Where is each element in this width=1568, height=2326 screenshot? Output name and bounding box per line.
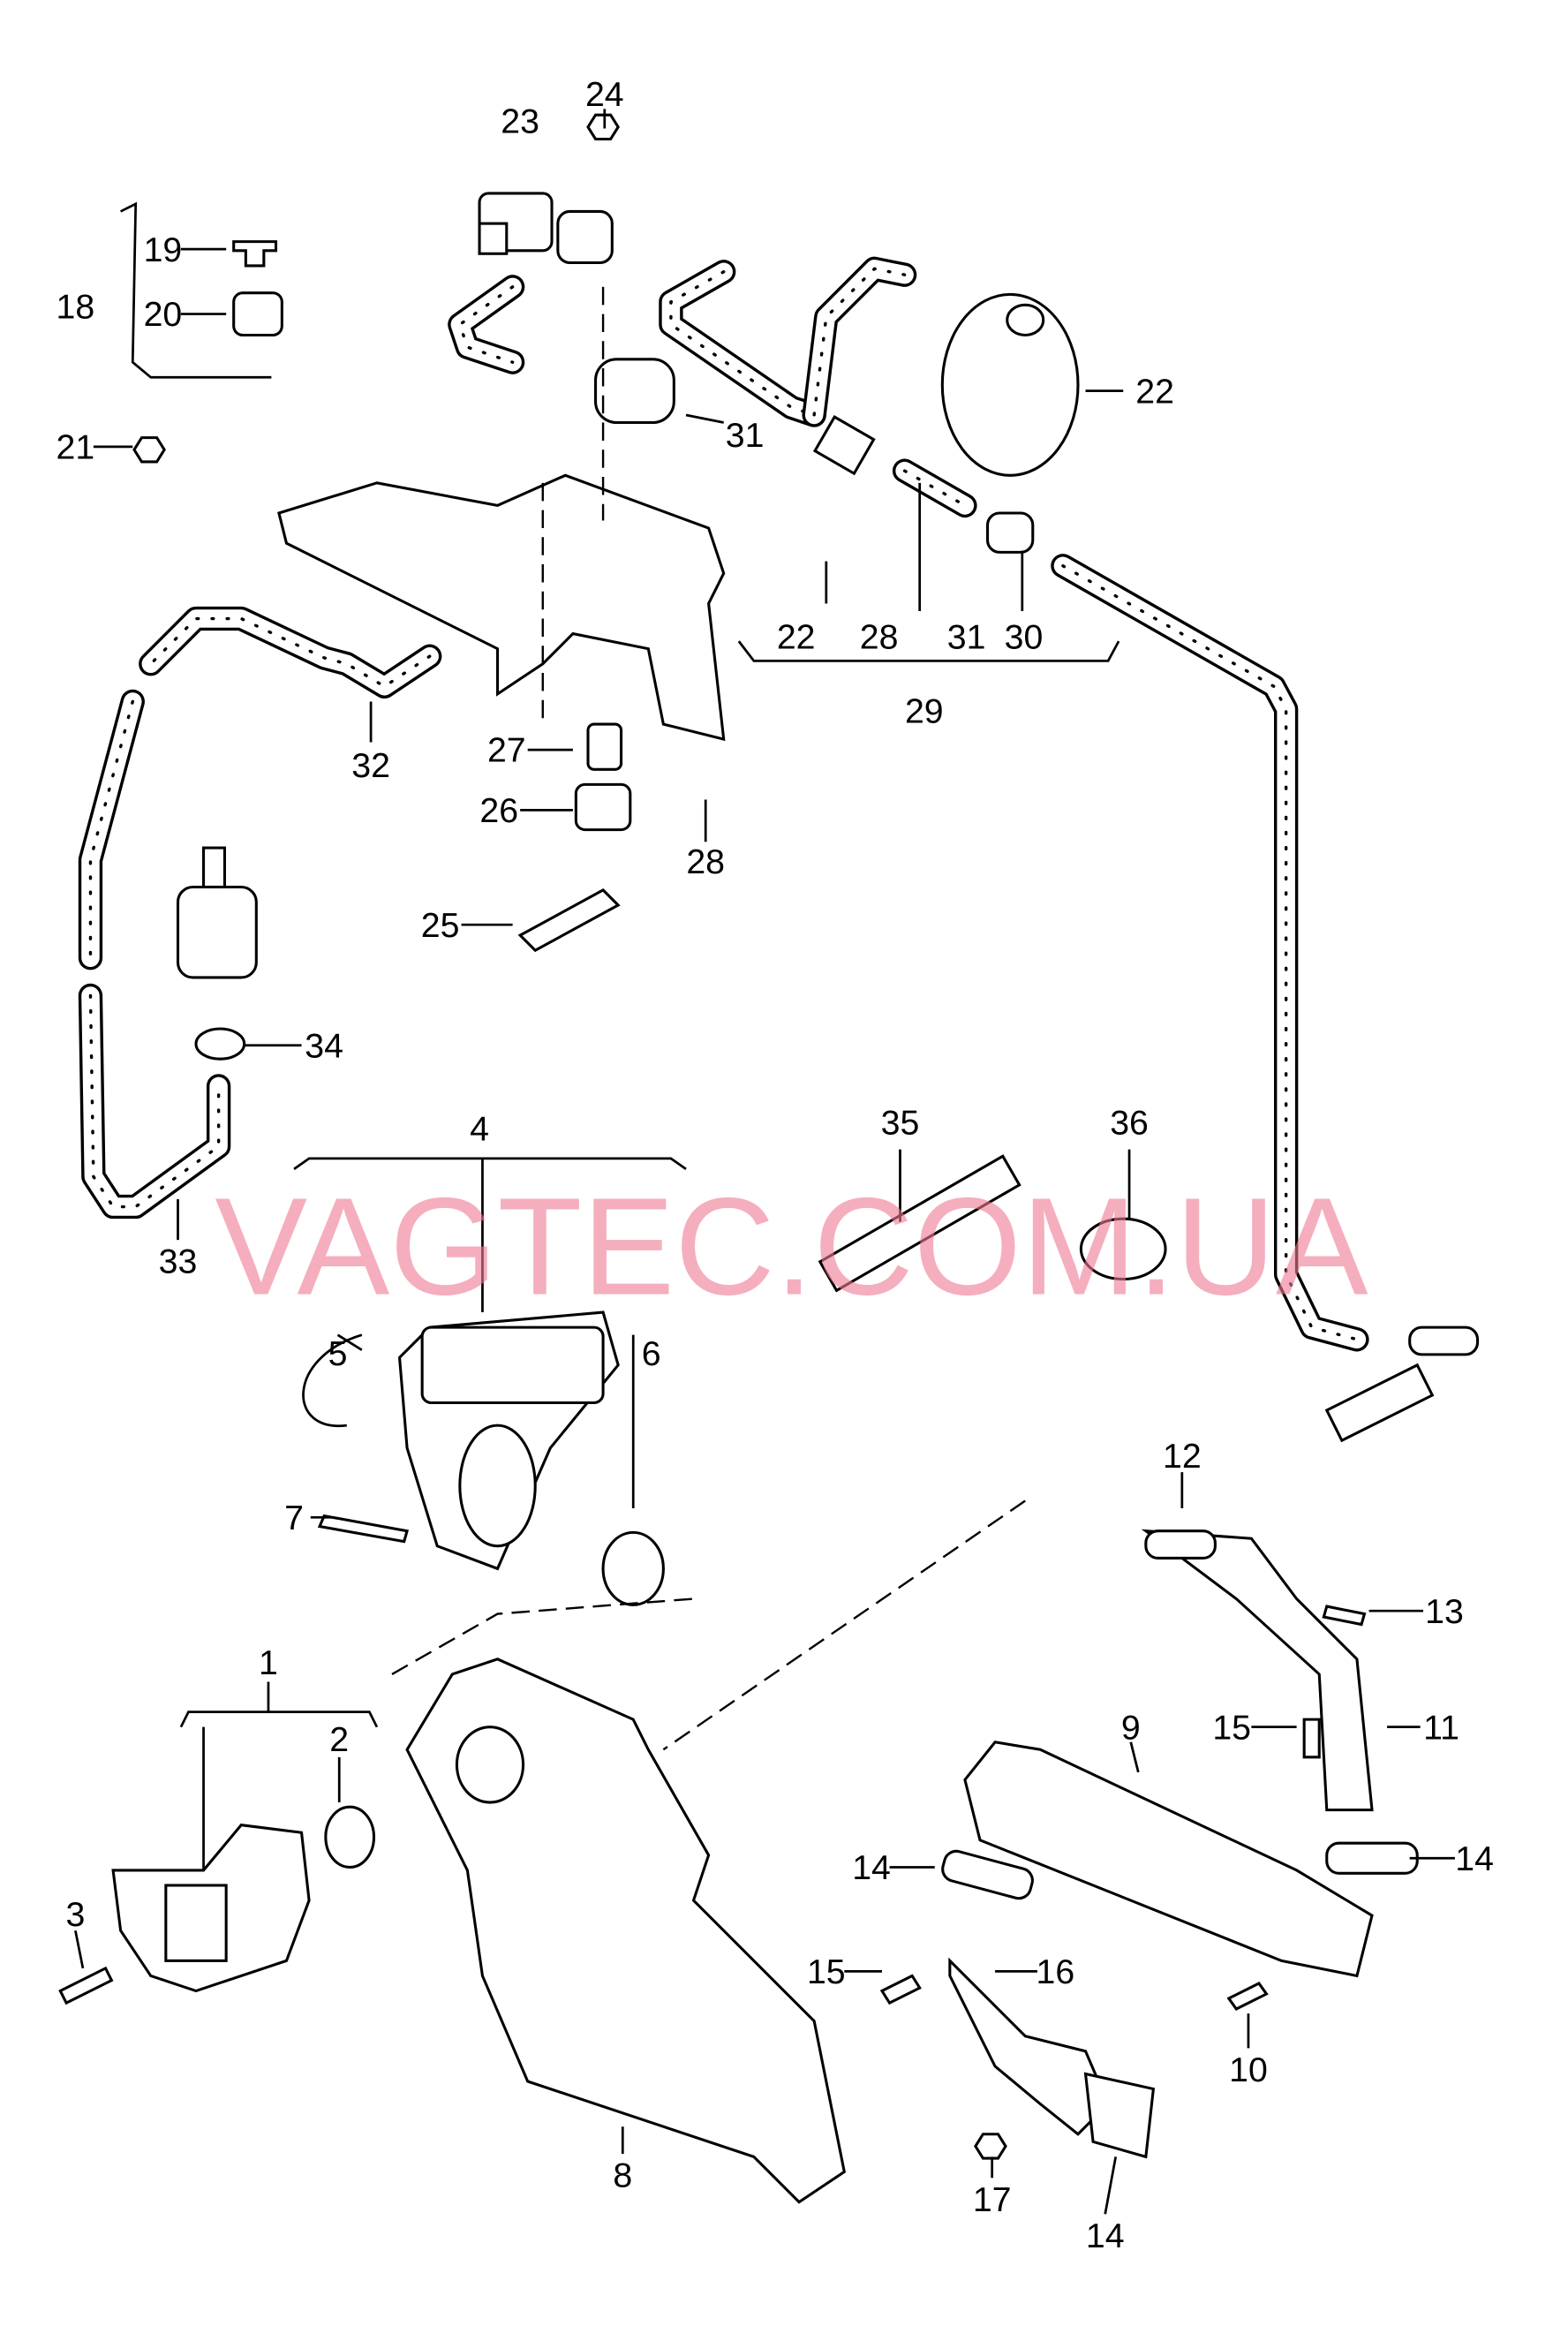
callout: 35: [881, 1104, 920, 1143]
callout: 19: [144, 230, 183, 269]
callout: 24: [585, 75, 624, 114]
callout: 6: [642, 1334, 661, 1373]
clamp: [1079, 1217, 1167, 1281]
callout: 21: [57, 428, 95, 467]
callout: 7: [284, 1499, 304, 1537]
callout: 12: [1163, 1437, 1202, 1476]
callout: 25: [421, 906, 460, 945]
callout: 8: [613, 2156, 632, 2195]
vacuum-unit: [940, 292, 1080, 477]
callout: 23: [501, 102, 539, 141]
callout: 1: [259, 1643, 278, 1682]
callout: 14: [1455, 1839, 1494, 1878]
callout: 10: [1229, 2050, 1268, 2089]
callout: 13: [1425, 1592, 1464, 1631]
callout: 11: [1423, 1708, 1459, 1747]
o-ring: [601, 1530, 665, 1606]
callout: 20: [144, 295, 183, 334]
callout: 4: [470, 1109, 489, 1148]
filter: [176, 885, 258, 979]
callout: 15: [1212, 1708, 1251, 1747]
callout: 33: [159, 1242, 198, 1281]
callout: 27: [487, 731, 526, 770]
non-return-valve: [594, 358, 675, 425]
callout: 3: [65, 1895, 85, 1934]
callout: 2: [329, 1720, 349, 1759]
egr-pipe: [1141, 1529, 1374, 1812]
callout: 30: [1005, 618, 1044, 657]
components: [58, 113, 1480, 2204]
callout: 26: [479, 791, 518, 830]
egr-cooler: [963, 1741, 1374, 1978]
callout: 15: [807, 1952, 846, 1991]
callout: 28: [686, 842, 725, 881]
callout: 31: [947, 618, 986, 657]
callout: 16: [1037, 1952, 1075, 1991]
callout: 17: [973, 2180, 1012, 2219]
nut: [586, 113, 620, 141]
callout: 32: [351, 746, 390, 785]
callout: 36: [1110, 1104, 1149, 1143]
callout: 22: [1135, 372, 1174, 411]
part-number-labels: 24 23 19 18 20 21 22 31 22 28 31 30 29 3…: [57, 75, 1494, 2255]
sensor: [818, 1154, 1021, 1293]
callout: 14: [1086, 2216, 1125, 2255]
watermark: VAGTEC.COM.UA: [215, 1170, 1368, 1325]
intake-connector: [1324, 1363, 1435, 1443]
callout: 29: [905, 691, 944, 730]
leader-lines: [74, 109, 1455, 2215]
callout: 28: [860, 618, 899, 657]
callout: 9: [1121, 1708, 1141, 1747]
rubber-grommet: [232, 291, 283, 337]
callout: 5: [328, 1334, 348, 1373]
callout: 34: [305, 1026, 343, 1065]
vacuum-hoses: [78, 256, 1369, 1352]
callout: 31: [726, 416, 765, 455]
bracket: [277, 473, 726, 742]
callout: 14: [852, 1848, 891, 1887]
callout: 18: [57, 288, 95, 327]
intake-manifold: [405, 1658, 847, 2204]
callout: 22: [777, 618, 816, 657]
